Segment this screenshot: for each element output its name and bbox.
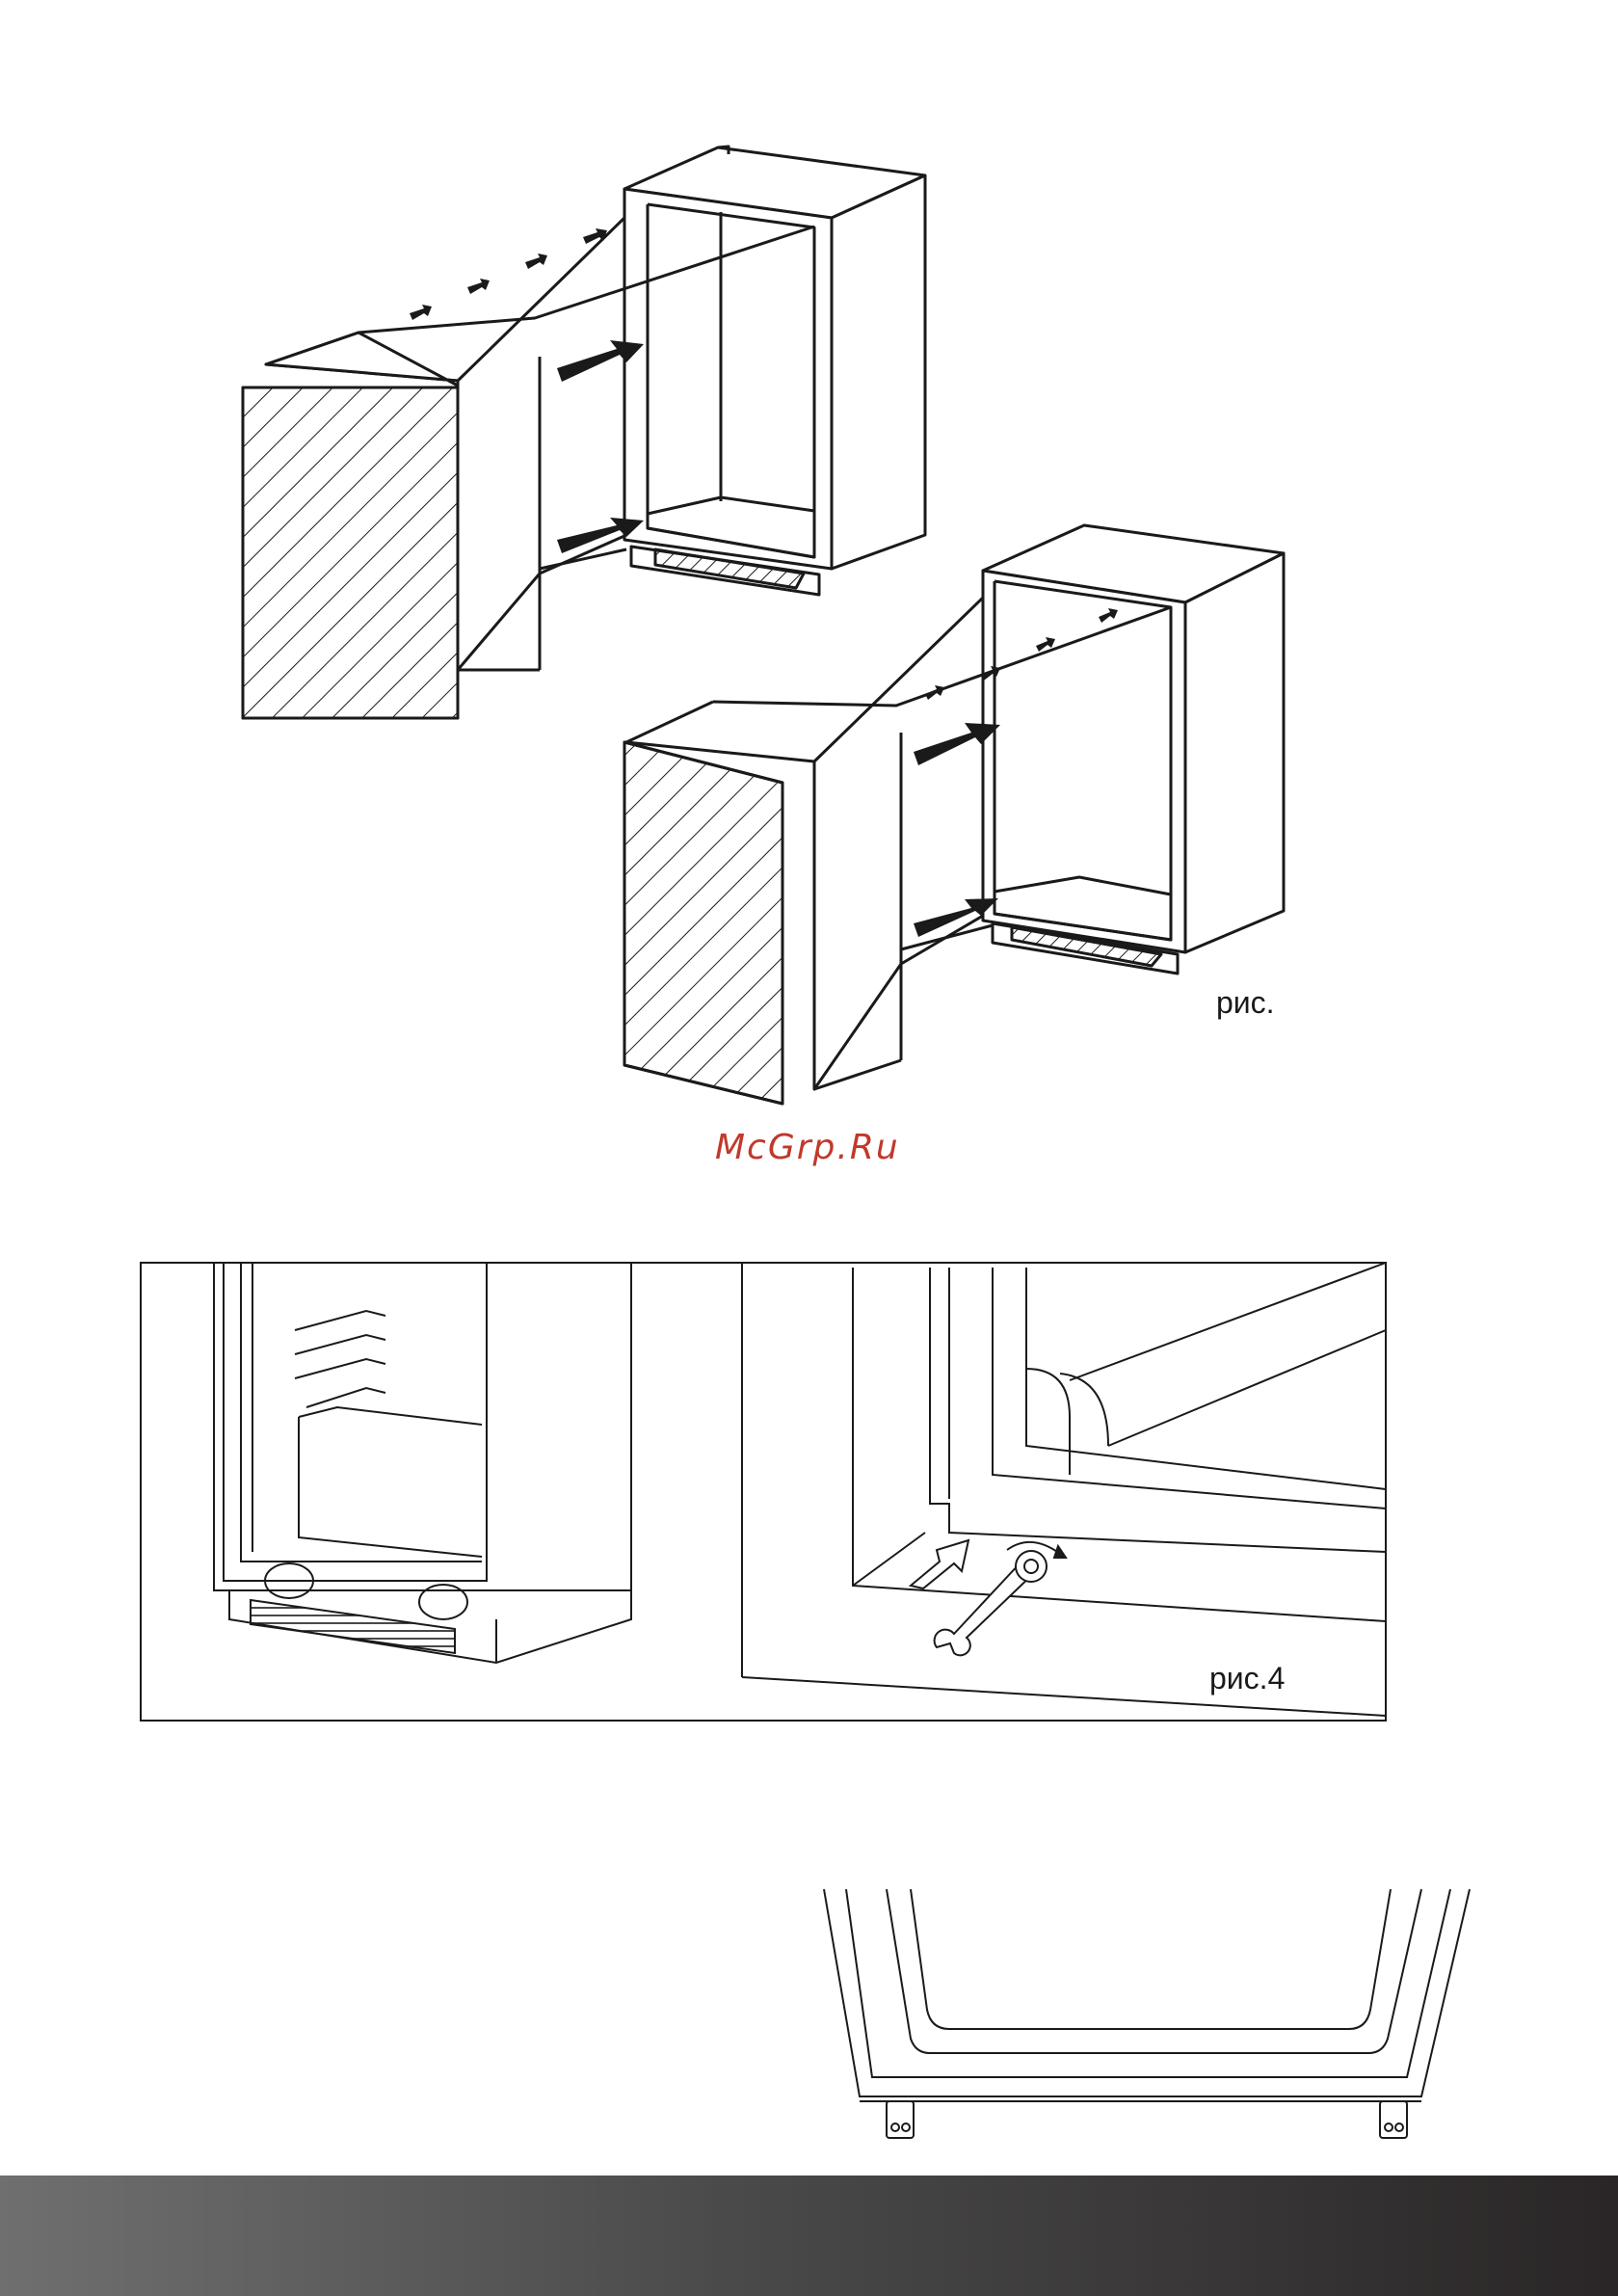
arrow-icon	[911, 1540, 968, 1589]
figure-label-top: рис.	[1216, 985, 1275, 1021]
door-frame-illustration	[0, 1870, 1618, 2159]
closeup-view	[742, 1263, 1386, 1716]
cabinet-lower	[624, 525, 1284, 1104]
hinge-right	[1380, 2101, 1407, 2138]
fridge-front-view	[214, 1263, 631, 1663]
cabinet-installation-illustration	[0, 0, 1618, 1215]
watermark: McGrp.Ru	[715, 1128, 900, 1167]
hinge-left	[887, 2101, 914, 2138]
figure4-panel	[0, 1253, 1618, 1735]
figure4-label: рис.4	[1209, 1661, 1285, 1696]
footer-bar	[0, 2176, 1618, 2296]
cabinet-upper	[243, 147, 925, 718]
